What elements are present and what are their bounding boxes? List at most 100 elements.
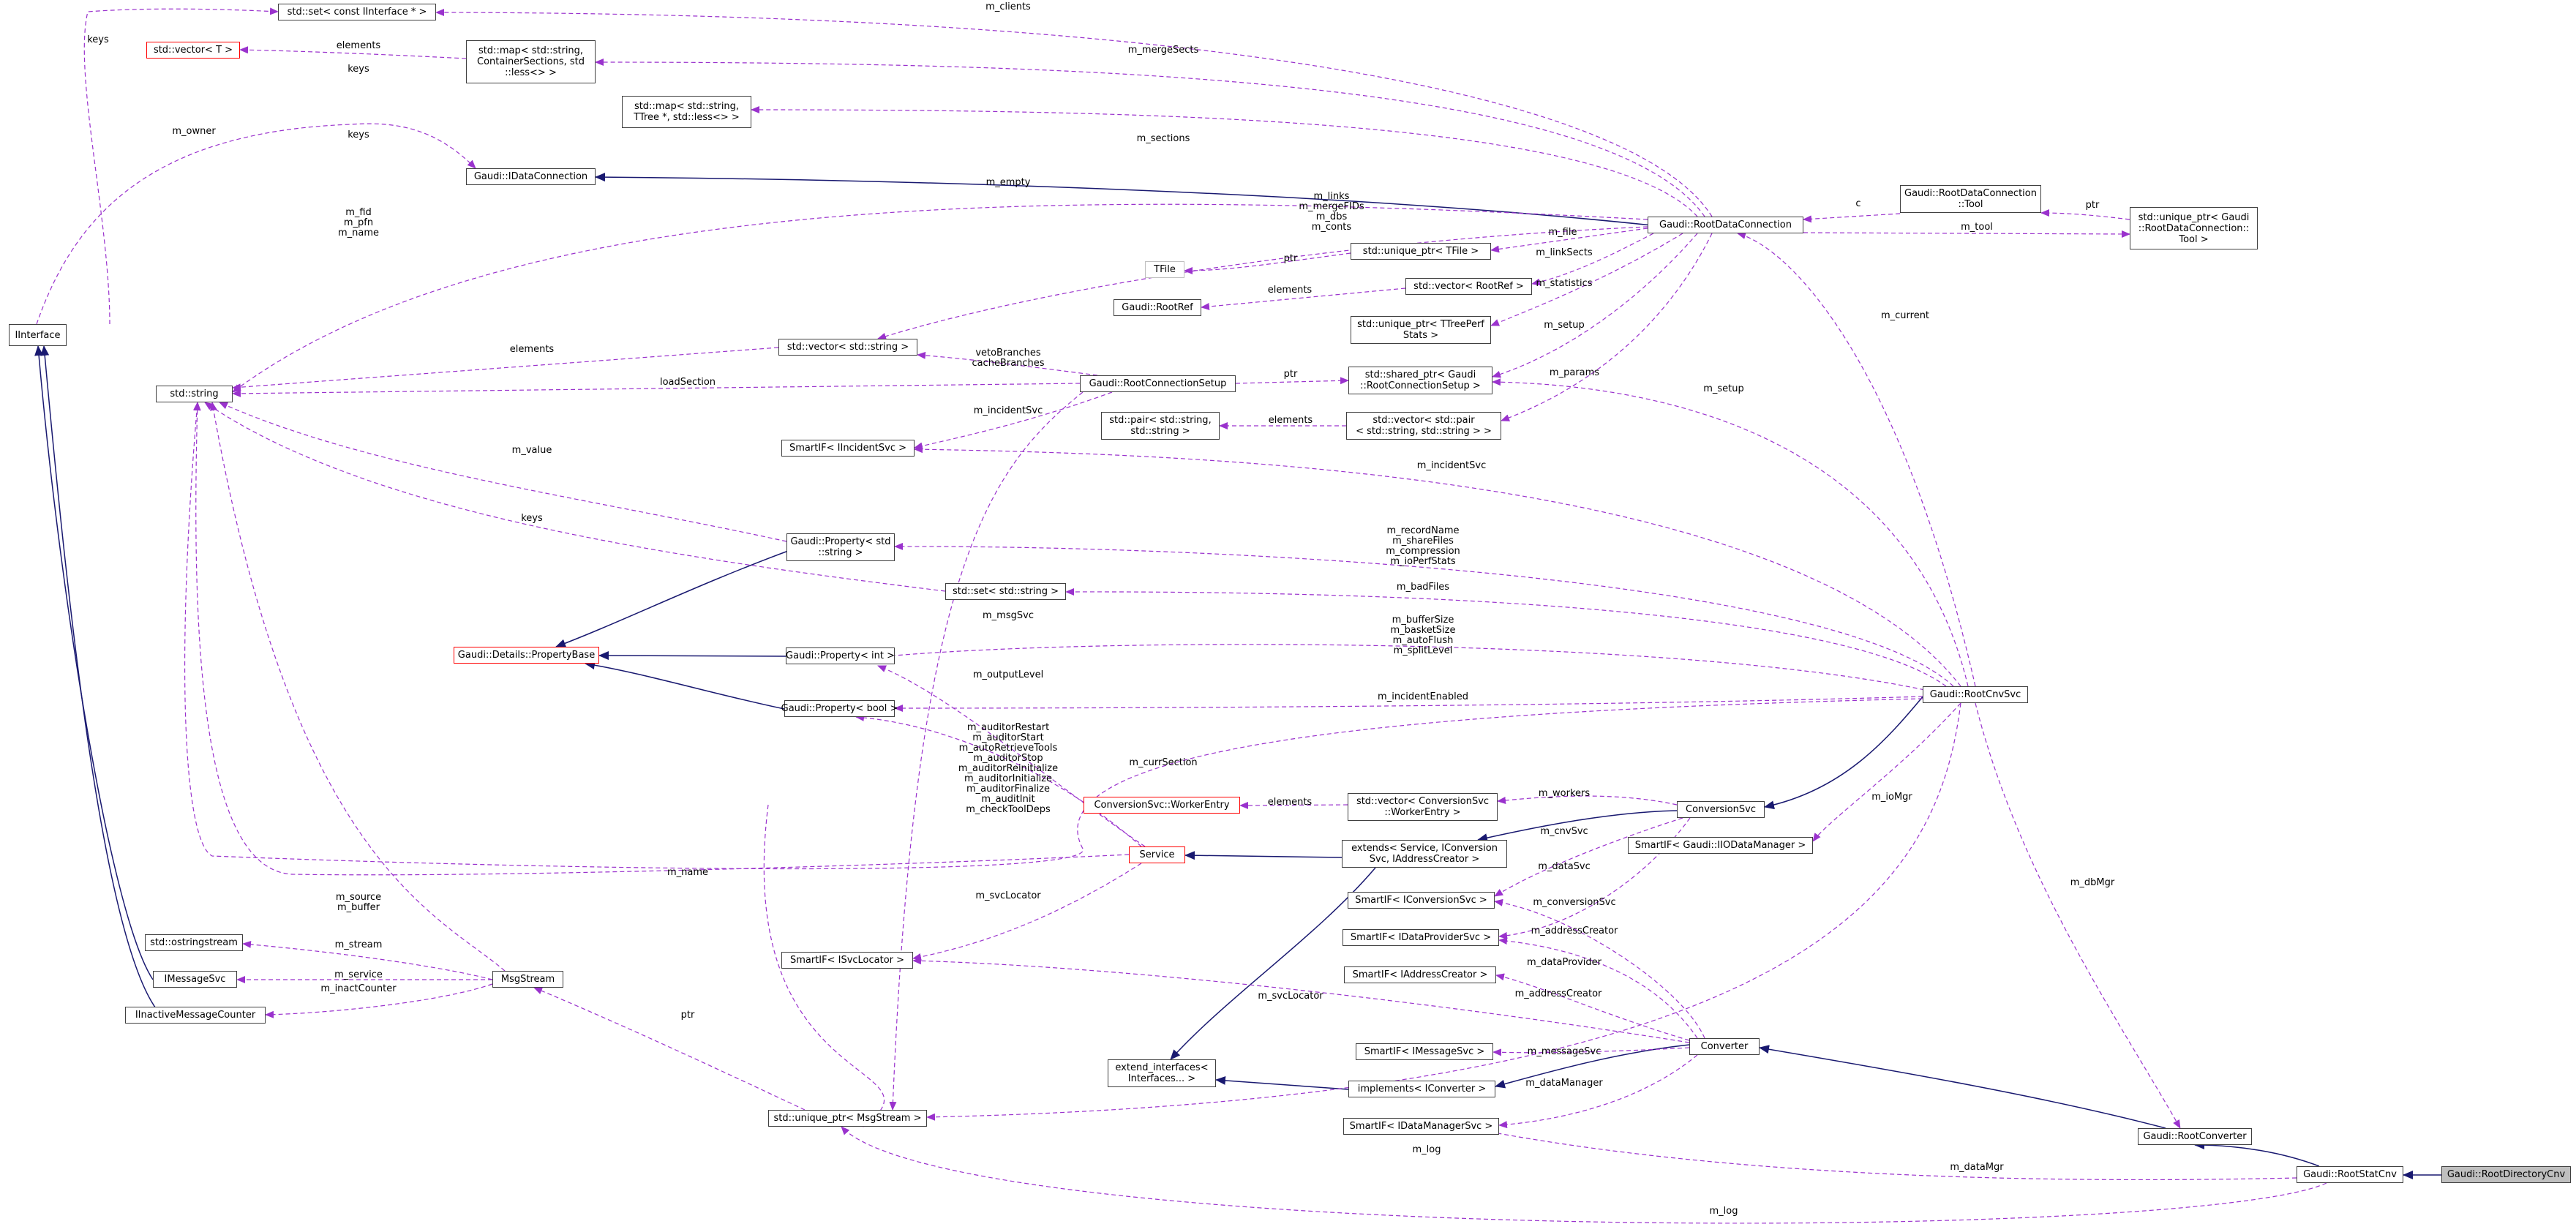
node-ostringstream[interactable]: std::ostringstream <box>145 934 243 951</box>
usage-edge <box>1492 378 1969 687</box>
inheritance-edge <box>1170 867 1376 1060</box>
edge-label-m-addresscreator-2: m_addressCreator <box>1514 988 1602 999</box>
node-iinactivemessagecounter[interactable]: IInactiveMessageCounter <box>125 1007 266 1024</box>
node-unique-ptr-msgstream[interactable]: std::unique_ptr< MsgStream > <box>768 1110 927 1127</box>
edge-label-m-addresscreator-1: m_addressCreator <box>1531 925 1618 936</box>
node-smartif-iiodatamanager[interactable]: SmartIF< Gaudi::IIODataManager > <box>1628 837 1813 854</box>
edge-label-m-setup-rdc: m_setup <box>1544 320 1585 331</box>
edge-label-m-badfiles: m_badFiles <box>1396 582 1450 593</box>
edge-label-elements-rootref: elements <box>1267 285 1313 296</box>
node-vector-pair[interactable]: std::vector< std::pair< std::string, std… <box>1346 412 1501 440</box>
edge-label-elements-vector-t: elements <box>336 40 381 51</box>
edge-label-m-name: m_name <box>666 867 709 878</box>
node-idataconnection[interactable]: Gaudi::IDataConnection <box>466 168 596 185</box>
usage-edge <box>763 804 885 1127</box>
node-smartif-isvclocator[interactable]: SmartIF< ISvcLocator > <box>781 952 913 969</box>
edge-label-m-mergesects: m_mergeSects <box>1127 45 1199 56</box>
node-propertybase[interactable]: Gaudi::Details::PropertyBase <box>454 647 599 664</box>
node-map-containersections[interactable]: std::map< std::string,ContainerSections,… <box>466 40 596 83</box>
node-conversionsvc[interactable]: ConversionSvc <box>1677 801 1765 818</box>
node-tfile[interactable]: TFile <box>1145 261 1184 278</box>
node-smartif-iaddresscreator[interactable]: SmartIF< IAddressCreator > <box>1344 966 1496 983</box>
node-vector-string[interactable]: std::vector< std::string > <box>778 339 917 356</box>
usage-edge <box>1812 702 1961 842</box>
node-property-bool[interactable]: Gaudi::Property< bool > <box>781 700 898 717</box>
edge-label-m-incidentsvc-setup: m_incidentSvc <box>973 405 1043 416</box>
node-vector-workerentry[interactable]: std::vector< ConversionSvc::WorkerEntry … <box>1348 793 1498 821</box>
node-msgstream[interactable]: MsgStream <box>492 971 563 988</box>
usage-edge <box>855 713 1142 847</box>
node-std-string[interactable]: std::string <box>156 386 233 402</box>
node-implements-iconverter[interactable]: implements< IConverter > <box>1348 1081 1495 1097</box>
node-imessagesvc[interactable]: IMessageSvc <box>153 971 237 988</box>
node-unique-ptr-tfile[interactable]: std::unique_ptr< TFile > <box>1351 243 1491 260</box>
edge-label-m-file: m_file <box>1548 227 1577 238</box>
edge-label-elements-vector-string: elements <box>509 344 555 355</box>
edge-label-keys-map: keys <box>348 64 369 75</box>
edge-label-m-dataprovider: m_dataProvider <box>1527 957 1601 968</box>
node-rootcnvsvc[interactable]: Gaudi::RootCnvSvc <box>1923 686 2028 703</box>
node-smartif-idatamanagersvc[interactable]: SmartIF< IDataManagerSvc > <box>1343 1118 1499 1135</box>
edge-label-m-params: m_params <box>1549 367 1600 378</box>
node-iinterface[interactable]: IInterface <box>9 324 67 346</box>
node-unique-ptr-tool[interactable]: std::unique_ptr< Gaudi::RootDataConnecti… <box>2130 207 2258 249</box>
edge-label-m-stream: m_stream <box>334 939 383 950</box>
node-rootstatcnv[interactable]: Gaudi::RootStatCnv <box>2297 1166 2403 1183</box>
edge-label-m-setup-cnv: m_setup <box>1703 383 1744 394</box>
node-rootref[interactable]: Gaudi::RootRef <box>1114 299 1201 316</box>
edge-label-m-incidentenabled: m_incidentEnabled <box>1378 691 1468 702</box>
usage-edge <box>1494 817 1683 897</box>
node-rdc-tool[interactable]: Gaudi::RootDataConnection::Tool <box>1900 185 2041 213</box>
node-vector-t[interactable]: std::vector< T > <box>146 42 240 59</box>
usage-edge <box>1531 233 1654 286</box>
usage-edge <box>204 402 946 592</box>
edge-label-ptr-tool: ptr <box>2085 200 2100 211</box>
usage-edge <box>1975 702 2181 1129</box>
edge-label-m-log-stat: m_log <box>1709 1206 1738 1217</box>
edge-label-m-incidentsvc: m_incidentSvc <box>1416 460 1487 471</box>
node-rootconverter[interactable]: Gaudi::RootConverter <box>2138 1128 2252 1145</box>
inheritance-edge <box>1764 694 1925 810</box>
node-map-ttree[interactable]: std::map< std::string,TTree *, std::less… <box>622 96 751 128</box>
inheritance-edge <box>1495 1044 1690 1089</box>
usage-edge <box>1737 232 1976 687</box>
edge-label-m-cnvsvc: m_cnvSvc <box>1540 826 1588 837</box>
node-rootconnectionsetup[interactable]: Gaudi::RootConnectionSetup <box>1080 375 1236 392</box>
node-property-string[interactable]: Gaudi::Property< std::string > <box>786 533 895 561</box>
node-set-string[interactable]: std::set< std::string > <box>945 583 1066 600</box>
usage-edge <box>917 351 1098 376</box>
node-service[interactable]: Service <box>1129 846 1185 863</box>
node-smartif-iconversionsvc[interactable]: SmartIF< IConversionSvc > <box>1348 892 1495 909</box>
usage-edge <box>1201 288 1406 310</box>
node-smartif-idataprovidersvc[interactable]: SmartIF< IDataProviderSvc > <box>1343 929 1499 946</box>
node-extend-interfaces[interactable]: extend_interfaces<Interfaces... > <box>1108 1059 1216 1087</box>
edge-label-m-workers: m_workers <box>1538 788 1591 799</box>
node-smartif-iincidentsvc[interactable]: SmartIF< IIncidentSvc > <box>781 440 915 457</box>
edge-label-m-iomgr: m_ioMgr <box>1871 792 1912 803</box>
edge-label-keys-map-ttree: keys <box>348 129 369 140</box>
node-workerentry[interactable]: ConversionSvc::WorkerEntry <box>1084 797 1240 814</box>
node-smartif-imessagesvc[interactable]: SmartIF< IMessageSvc > <box>1356 1043 1493 1060</box>
node-vector-rootref[interactable]: std::vector< RootRef > <box>1405 278 1532 295</box>
node-property-int[interactable]: Gaudi::Property< int > <box>786 647 895 664</box>
usage-edge <box>219 402 787 542</box>
inheritance-edge <box>555 549 791 648</box>
node-pair-string[interactable]: std::pair< std::string,std::string > <box>1101 412 1220 440</box>
edge-label-m-statistics: m_statistics <box>1536 278 1593 289</box>
usage-edge <box>1235 377 1349 385</box>
usage-edge <box>1495 973 1690 1041</box>
edge-label-m-dbmgr: m_dbMgr <box>2070 877 2115 888</box>
node-set-iinterface[interactable]: std::set< const IInterface * > <box>278 4 436 20</box>
usage-edge <box>435 9 1713 217</box>
usage-edge <box>595 59 1705 217</box>
node-rootdataconnection[interactable]: Gaudi::RootDataConnection <box>1648 217 1803 233</box>
node-shared-ptr-setup[interactable]: std::shared_ptr< Gaudi::RootConnectionSe… <box>1348 367 1492 394</box>
node-converter[interactable]: Converter <box>1689 1038 1760 1055</box>
